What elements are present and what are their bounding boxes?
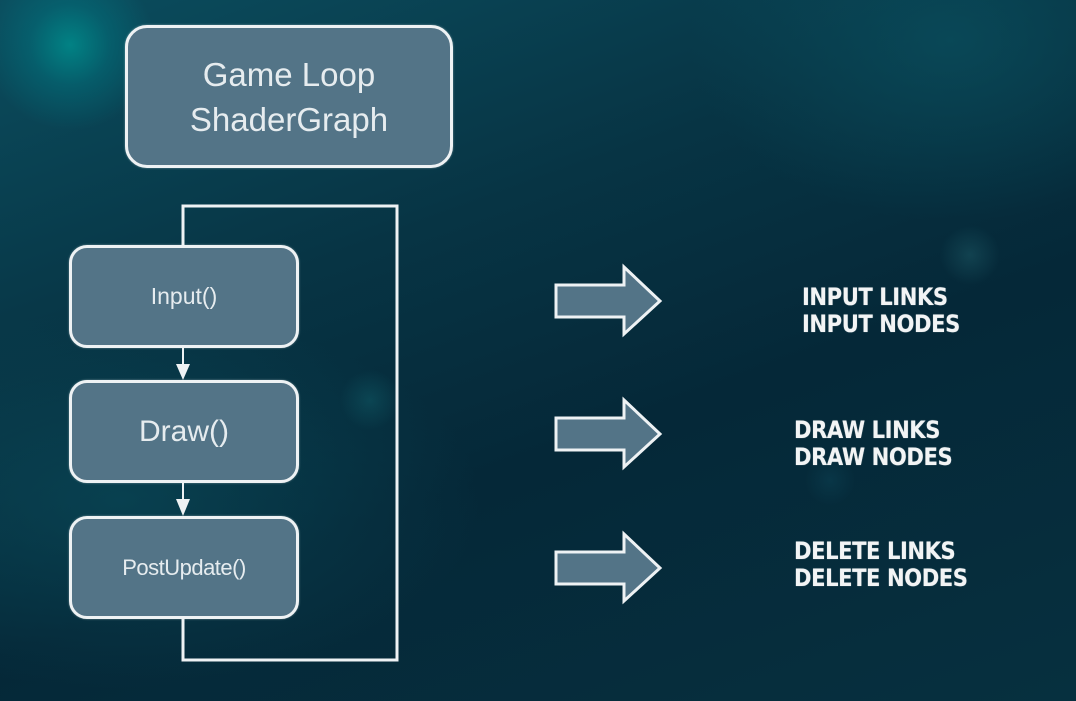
- block-arrow-draw-icon: [554, 396, 663, 471]
- block-arrow-delete-icon: [554, 530, 663, 605]
- result-line-2: INPUT NODES: [802, 310, 960, 338]
- loop-back-connector: [181, 204, 399, 662]
- result-draw: DRAW LINKS DRAW NODES: [794, 416, 953, 471]
- step-input-box: Input(): [69, 245, 299, 348]
- arrow-input-to-draw: [176, 348, 190, 380]
- step-draw-box: Draw(): [69, 380, 299, 483]
- step-label: Input(): [150, 283, 218, 309]
- step-postupdate-box: PostUpdate(): [69, 516, 299, 619]
- title-line-2: ShaderGraph: [189, 100, 389, 138]
- title-line-1: Game Loop: [202, 55, 376, 93]
- step-label: PostUpdate(): [122, 554, 246, 580]
- result-line-1: DELETE LINKS: [794, 537, 956, 565]
- result-line-1: DRAW LINKS: [794, 416, 941, 444]
- title-box: Game Loop ShaderGraph: [125, 25, 453, 168]
- result-line-2: DRAW NODES: [794, 443, 953, 471]
- result-delete: DELETE LINKS DELETE NODES: [794, 538, 968, 592]
- result-input: INPUT LINKS INPUT NODES: [802, 284, 960, 338]
- arrow-draw-to-postupdate: [176, 483, 190, 516]
- result-line-1: INPUT LINKS: [802, 283, 948, 311]
- block-arrow-input-icon: [554, 263, 663, 338]
- result-line-2: DELETE NODES: [794, 564, 968, 592]
- step-label: Draw(): [139, 414, 229, 448]
